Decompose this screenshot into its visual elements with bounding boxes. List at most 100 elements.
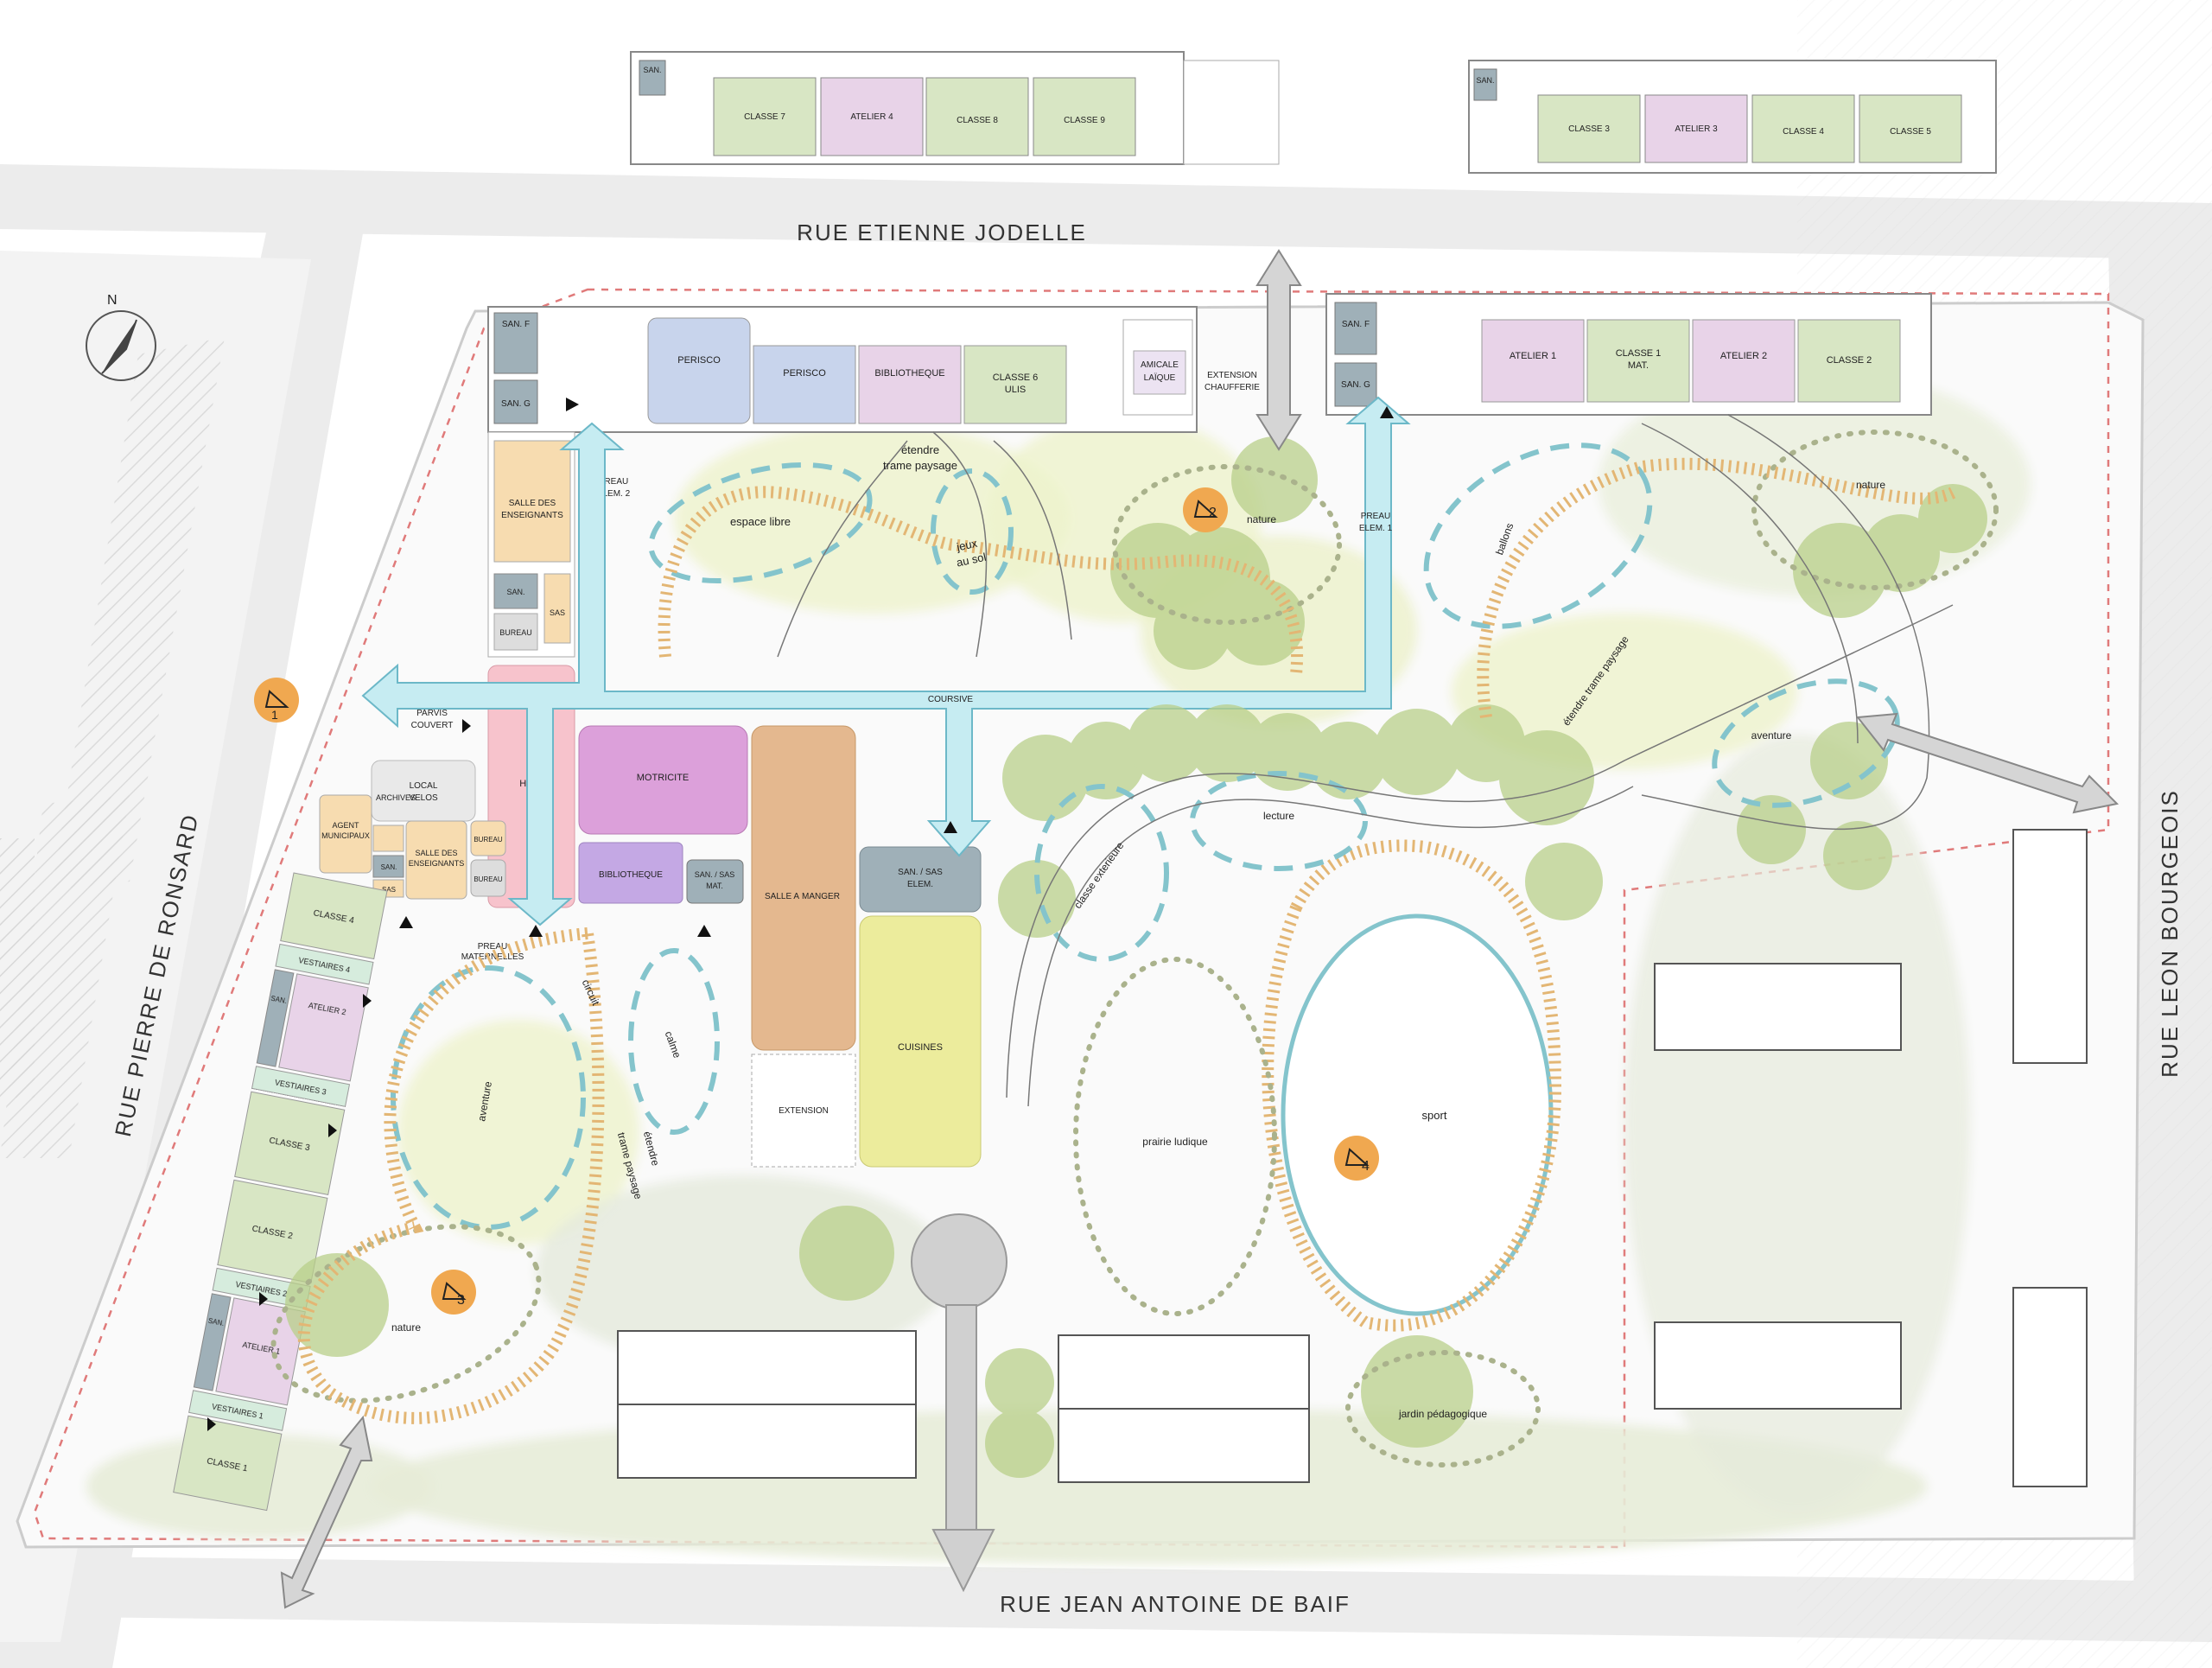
tlb-classe8: CLASSE 8 [957, 116, 998, 125]
preau-elem1-line2: ELEM. 1 [1359, 524, 1393, 533]
mb-san-2: SAN. [270, 995, 288, 1005]
trb-classe5: CLASSE 5 [1890, 127, 1931, 137]
nwr-san-f: SAN. F [1342, 320, 1370, 329]
c-salle-manger-2: MANGER [802, 892, 840, 901]
preau-elem2-line1: PREAU [599, 477, 628, 487]
zone-aventure-e: aventure [1751, 729, 1792, 742]
zone-lecture: lecture [1263, 810, 1294, 822]
zone-nature-n: nature [1247, 513, 1276, 525]
c-san-sas-elem-2: ELEM. [907, 880, 933, 889]
viewpoint-1-label: 1 [271, 708, 278, 722]
nwl-san-g: SAN. G [501, 399, 531, 409]
wb-bureau: BUREAU [499, 628, 532, 637]
c-coursive: COURSIVE [928, 695, 974, 704]
c-bibliotheque: BIBLIOTHEQUE [599, 870, 663, 880]
viewpoint-4-label: 4 [1362, 1159, 1370, 1174]
sketch-lines [777, 414, 1954, 1107]
nwr-classe2: CLASSE 2 [1827, 355, 1872, 366]
trb-classe4: CLASSE 4 [1783, 127, 1824, 137]
preau-mat-line2: MATERNELLES [461, 952, 524, 962]
wb-sas: SAS [550, 608, 565, 617]
nwl-chaufferie: CHAUFFERIE [1205, 383, 1260, 392]
mb-agent-2: MUNICIPAUX [321, 831, 370, 840]
mb-local-2: VELOS [409, 793, 438, 803]
path-trails [297, 457, 1956, 1424]
tlb-san: SAN. [643, 66, 661, 74]
maternelle-classroom-strip: CLASSE 4 VESTIAIRES 4 SAN. ATELIER 2 VES… [173, 872, 388, 1512]
access-arrows [280, 249, 2120, 1609]
nwl-laique: LAÏQUE [1144, 372, 1176, 383]
north-compass-icon: N [86, 293, 156, 381]
zone-etendre-2: trame paysage [883, 459, 957, 472]
nwr-atelier1: ATELIER 1 [1510, 351, 1556, 361]
top-right-building: SAN. CLASSE 3 ATELIER 3 CLASSE 4 CLASSE … [1468, 60, 1997, 174]
zone-espace-libre: espace libre [730, 515, 791, 528]
c-san-sas-mat-1: SAN. / SAS [695, 870, 735, 879]
nwr-classe1: CLASSE 1 [1616, 348, 1662, 359]
mb-agent-1: AGENT [332, 821, 359, 830]
street-south-label: RUE JEAN ANTOINE DE BAIF [1000, 1591, 1351, 1617]
c-cuisines: CUISINES [898, 1042, 943, 1053]
viewpoint-3: 3 [431, 1270, 476, 1315]
zone-nature-sw: nature [391, 1321, 421, 1334]
trb-classe3: CLASSE 3 [1568, 124, 1610, 134]
nwr-atelier2: ATELIER 2 [1720, 351, 1767, 361]
mb-sas: SAS [382, 886, 396, 894]
zone-jardin: jardin pédagogique [1398, 1408, 1487, 1420]
dotted-zones [270, 430, 1999, 1467]
viewpoint-2: 2 [1183, 487, 1228, 532]
preau-mat-line1: PREAU [478, 942, 507, 952]
mb-archives: ARCHIVES [376, 793, 416, 802]
wb-salle-1: SALLE DES [509, 499, 556, 508]
c-san-sas-elem-1: SAN. / SAS [898, 868, 943, 877]
nwl-extension: EXTENSION [1207, 371, 1257, 380]
tlb-atelier4: ATELIER 4 [850, 112, 893, 122]
mb-salle-1: SALLE DES [415, 849, 457, 857]
nwl-amicale: AMICALE [1141, 360, 1179, 370]
south-round-feature [911, 1213, 1007, 1593]
circulation [361, 396, 1411, 926]
wb-salle-2: ENSEIGNANTS [501, 511, 563, 520]
tlb-classe9: CLASSE 9 [1064, 116, 1105, 125]
play-zones [391, 442, 1900, 1230]
nwr-mat: MAT. [1628, 360, 1649, 371]
trb-san: SAN. [1476, 76, 1494, 85]
nwl-san-f: SAN. F [502, 320, 530, 329]
c-motricite: MOTRICITE [637, 773, 690, 783]
c-san-sas-mat-2: MAT. [706, 882, 723, 890]
entrance-markers [207, 398, 1394, 1431]
top-left-building: SAN. CLASSE 7 ATELIER 4 CLASSE 8 CLASSE … [630, 51, 1280, 165]
c-parvis-1: PARVIS [416, 709, 448, 718]
mb-local-1: LOCAL [410, 781, 438, 791]
nwl-perisco-1: PERISCO [677, 355, 721, 366]
sport-oval [1281, 914, 1554, 1316]
mb-san: SAN. [381, 863, 397, 871]
zone-sport: sport [1422, 1109, 1447, 1122]
viewpoint-2-label: 2 [1209, 506, 1217, 520]
zone-jeux-1: jeux [955, 537, 979, 554]
compass-label: N [107, 293, 118, 308]
mb-san-3: SAN. [207, 1317, 225, 1327]
nwl-ulis: ULIS [1005, 385, 1026, 395]
viewpoint-1: 1 [254, 678, 299, 723]
mb-bureau-2: BUREAU [474, 875, 503, 883]
wb-san: SAN. [506, 588, 524, 596]
sports-fields [617, 829, 2088, 1487]
north-wing-left: SAN. F SAN. G PERISCO PERISCO BIBLIOTHEQ… [487, 306, 1260, 433]
west-block: SALLE DES ENSEIGNANTS SAN. SAS BUREAU [487, 431, 575, 658]
preau-elem1-line1: PREAU [1361, 512, 1390, 521]
nwl-classe6: CLASSE 6 [993, 372, 1039, 383]
zone-nature-ne: nature [1856, 479, 1885, 491]
sport-path-ring [1262, 839, 1562, 1332]
preau-elem2-line2: ELEM. 2 [597, 489, 631, 499]
zone-jeux-2: au sol [956, 551, 988, 570]
nwr-san-g: SAN. G [1341, 380, 1370, 390]
c-parvis-2: COUVERT [411, 721, 454, 730]
viewpoint-4: 4 [1334, 1136, 1379, 1181]
street-north-label: RUE ETIENNE JODELLE [797, 220, 1087, 245]
neighbour-buildings [0, 337, 225, 1158]
c-extension: EXTENSION [779, 1106, 829, 1116]
viewpoint-3-label: 3 [457, 1293, 465, 1308]
mb-bureau-1: BUREAU [474, 836, 503, 844]
